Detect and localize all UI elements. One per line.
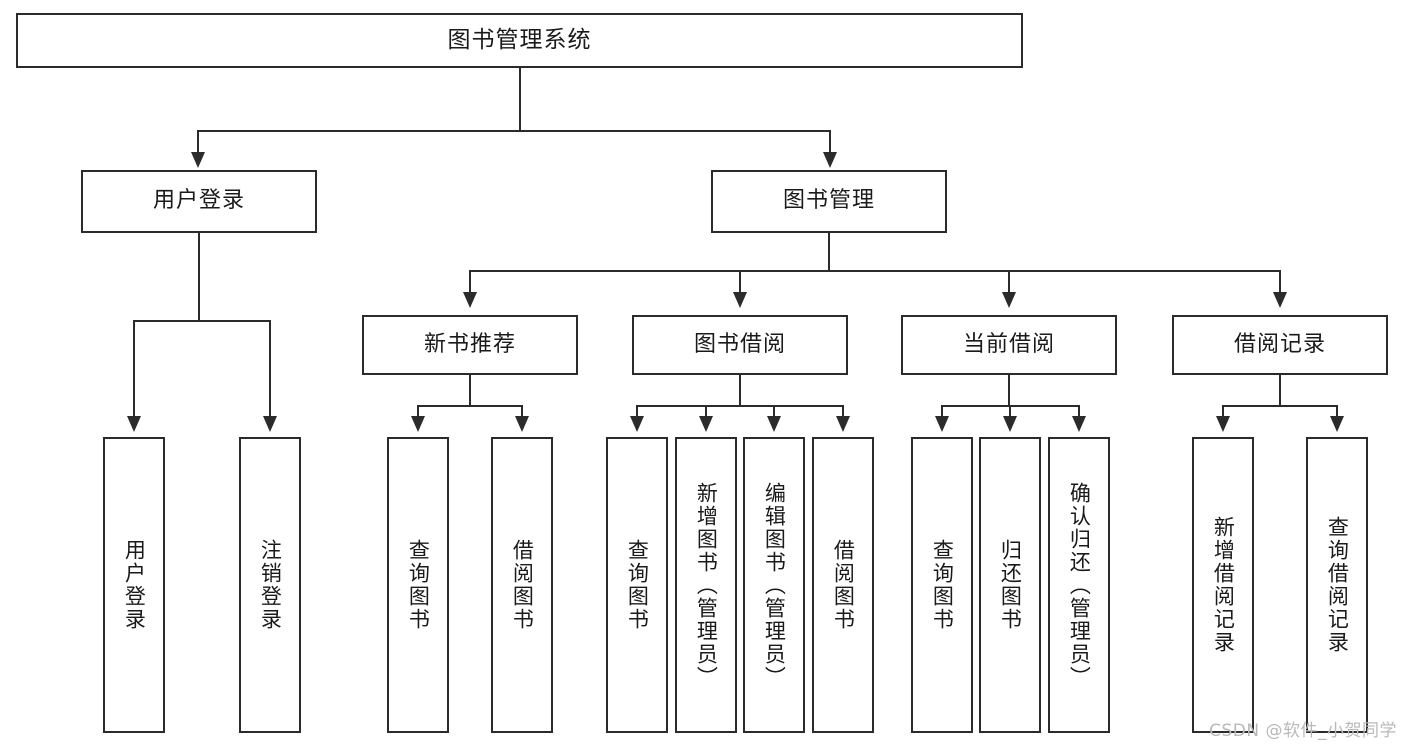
arrow-cb-to-leaf-2 [1072, 416, 1086, 432]
edge-bm-to-current-borrow [1008, 270, 1010, 295]
arrow-root-to-book-management [823, 152, 837, 168]
edge-bm-to-new-book [469, 270, 471, 295]
edge-nbr-stem [469, 375, 471, 406]
edge-nbr-bus [417, 405, 523, 407]
leaf-label: 查询图书 [930, 539, 955, 631]
edge-bb-to-leaf-2 [773, 405, 775, 419]
leaf-label: 借阅图书 [831, 539, 856, 631]
leaf-label: 归还图书 [998, 539, 1023, 631]
leaf-current-borrow-1[interactable]: 归还图书 [979, 437, 1041, 733]
edge-cb-stem [1008, 375, 1010, 406]
edge-book-management-stem [828, 233, 830, 271]
node-label: 新书推荐 [423, 331, 516, 357]
edge-br-to-leaf-1 [1336, 405, 1338, 419]
node-label: 用户登录 [152, 188, 245, 214]
arrow-bb-to-leaf-1 [699, 416, 713, 432]
edge-br-to-leaf-0 [1222, 405, 1224, 419]
leaf-book-borrow-3[interactable]: 借阅图书 [812, 437, 874, 733]
node-root-book-management-system[interactable]: 图书管理系统 [16, 13, 1023, 68]
node-label: 当前借阅 [962, 331, 1055, 357]
arrow-bm-to-new-book [463, 292, 477, 308]
node-book-borrow[interactable]: 图书借阅 [632, 315, 848, 375]
node-label: 图书管理 [782, 188, 875, 214]
edge-root-to-book-management [829, 130, 831, 155]
leaf-label: 注销登录 [258, 539, 283, 631]
edge-br-stem [1279, 375, 1281, 406]
edge-root-to-user-login [197, 130, 199, 155]
arrow-user-login-to-leaf-0 [127, 416, 141, 432]
leaf-label: 确认归还（管理员） [1067, 481, 1092, 689]
arrow-br-to-leaf-1 [1330, 416, 1344, 432]
leaf-label: 查询图书 [406, 539, 431, 631]
leaf-borrow-record-0[interactable]: 新增借阅记录 [1192, 437, 1254, 733]
edge-book-management-bus [469, 270, 1281, 272]
node-book-management[interactable]: 图书管理 [711, 170, 947, 233]
node-current-borrow[interactable]: 当前借阅 [901, 315, 1117, 375]
leaf-user-login-1[interactable]: 注销登录 [239, 437, 301, 733]
leaf-current-borrow-2[interactable]: 确认归还（管理员） [1048, 437, 1110, 733]
arrow-bb-to-leaf-0 [630, 416, 644, 432]
leaf-book-borrow-2[interactable]: 编辑图书（管理员） [743, 437, 805, 733]
edge-br-bus [1222, 405, 1338, 407]
edge-nbr-to-leaf-0 [417, 405, 419, 419]
edge-cb-to-leaf-0 [941, 405, 943, 419]
node-label: 图书管理系统 [447, 26, 592, 53]
leaf-label: 编辑图书（管理员） [762, 481, 787, 689]
leaf-current-borrow-0[interactable]: 查询图书 [911, 437, 973, 733]
leaf-book-borrow-0[interactable]: 查询图书 [606, 437, 668, 733]
edge-root-bus [197, 130, 831, 132]
edge-bb-to-leaf-3 [842, 405, 844, 419]
leaf-label: 借阅图书 [510, 539, 535, 631]
arrow-bb-to-leaf-3 [836, 416, 850, 432]
arrow-bm-to-current-borrow [1002, 292, 1016, 308]
edge-user-login-to-leaf-0 [133, 320, 135, 419]
arrow-nbr-to-leaf-1 [515, 416, 529, 432]
edge-user-login-stem [198, 233, 200, 321]
edge-user-login-to-leaf-1 [269, 320, 271, 419]
edge-nbr-to-leaf-1 [521, 405, 523, 419]
edge-root-stem [519, 68, 521, 131]
leaf-label: 用户登录 [122, 539, 147, 631]
edge-bb-to-leaf-0 [636, 405, 638, 419]
leaf-label: 新增图书（管理员） [694, 481, 719, 689]
node-label: 借阅记录 [1233, 331, 1326, 357]
node-user-login[interactable]: 用户登录 [81, 170, 317, 233]
leaf-new-book-recommend-1[interactable]: 借阅图书 [491, 437, 553, 733]
edge-bm-to-book-borrow [739, 270, 741, 295]
arrow-bb-to-leaf-2 [767, 416, 781, 432]
edge-bb-to-leaf-1 [705, 405, 707, 419]
arrow-nbr-to-leaf-0 [411, 416, 425, 432]
arrow-cb-to-leaf-1 [1003, 416, 1017, 432]
leaf-label: 新增借阅记录 [1211, 516, 1236, 654]
leaf-label: 查询图书 [625, 539, 650, 631]
edge-bb-bus [636, 405, 844, 407]
arrow-bm-to-book-borrow [733, 292, 747, 308]
leaf-borrow-record-1[interactable]: 查询借阅记录 [1306, 437, 1368, 733]
edge-bb-stem [739, 375, 741, 406]
leaf-new-book-recommend-0[interactable]: 查询图书 [387, 437, 449, 733]
leaf-label: 查询借阅记录 [1325, 516, 1350, 654]
edge-cb-to-leaf-2 [1078, 405, 1080, 419]
leaf-user-login-0[interactable]: 用户登录 [103, 437, 165, 733]
leaf-book-borrow-1[interactable]: 新增图书（管理员） [675, 437, 737, 733]
edge-cb-to-leaf-1 [1009, 405, 1011, 419]
arrow-cb-to-leaf-0 [935, 416, 949, 432]
arrow-root-to-user-login [191, 152, 205, 168]
arrow-br-to-leaf-0 [1216, 416, 1230, 432]
edge-bm-to-borrow-record [1279, 270, 1281, 295]
node-label: 图书借阅 [693, 331, 786, 357]
node-new-book-recommend[interactable]: 新书推荐 [362, 315, 578, 375]
edge-user-login-bus [133, 320, 270, 322]
arrow-bm-to-borrow-record [1273, 292, 1287, 308]
arrow-user-login-to-leaf-1 [263, 416, 277, 432]
watermark: CSDN @软件_小贺同学 [1209, 721, 1397, 741]
node-borrow-record[interactable]: 借阅记录 [1172, 315, 1388, 375]
